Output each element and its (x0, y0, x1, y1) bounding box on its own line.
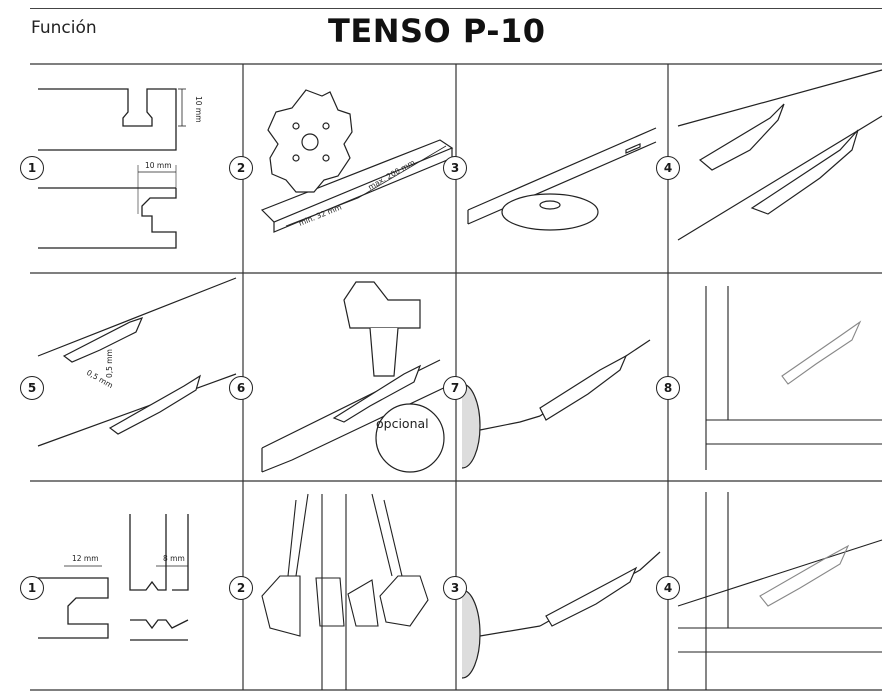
panel-r2-5-tolerance (37, 277, 237, 447)
step-marker: 1 (20, 576, 44, 600)
step-marker: 2 (229, 156, 253, 180)
dim-max-spacing: max. 200 mm (367, 158, 417, 192)
dim-tolerance-b: 0,5 mm (105, 349, 114, 378)
header-rule (30, 8, 882, 9)
step-marker: 6 (229, 376, 253, 400)
panel-r3-3-pneumatic (461, 551, 661, 679)
panel-r1-2-cutter (260, 89, 454, 233)
panel-r1-1-groove-profile (38, 88, 186, 249)
page-title: TENSO P-10 (328, 12, 546, 50)
panel-r1-3-board (467, 127, 657, 231)
panel-r3-1-profiles (38, 514, 189, 641)
dim-min-spacing: min. 32 mm (297, 202, 343, 227)
section-label: Función (31, 18, 97, 38)
step-marker: 5 (20, 376, 44, 400)
step-marker: 4 (656, 156, 680, 180)
panel-r2-7-pneumatic (461, 339, 651, 469)
step-marker: 4 (656, 576, 680, 600)
step-marker: 3 (443, 576, 467, 600)
step-marker: 3 (443, 156, 467, 180)
step-marker: 1 (20, 156, 44, 180)
panel-r3-2-pliers (261, 493, 429, 690)
dim-groove-offset: 10 mm (145, 161, 172, 170)
panel-r1-4-connector (677, 69, 883, 241)
step-marker: 2 (229, 576, 253, 600)
panel-r3-4-disassembled (677, 492, 883, 690)
dim-width-b: 8 mm (163, 554, 185, 563)
step-marker: 8 (656, 376, 680, 400)
dim-groove-depth: 10 mm (194, 96, 203, 123)
panel-r2-6-press-tool (261, 281, 453, 473)
panel-r2-8-assembled (705, 286, 882, 470)
dim-width-a: 12 mm (72, 554, 99, 563)
step-marker: 7 (443, 376, 467, 400)
optional-label: opcional (376, 416, 429, 431)
